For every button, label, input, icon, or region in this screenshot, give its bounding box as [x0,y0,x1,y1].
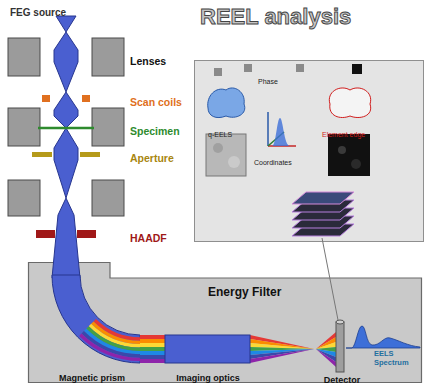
node-text: Magnetic prism [59,373,125,383]
thumbnail-icon [296,64,304,72]
energy-filter-housing-outline [28,262,422,383]
node-text: Detector [324,375,361,385]
spectrum-label: EELS Spectrum [374,350,420,367]
detector-shape [336,322,344,372]
analysis-panel-outline [194,60,424,242]
element-edge-surface [329,88,370,118]
dispersed-ray [140,343,165,347]
detector-top [336,320,344,324]
map-texture [228,156,240,168]
lens-block [92,180,124,216]
magnetic-prism: Magnetic prism [40,272,144,382]
detector: Detector [316,320,368,382]
aperture-bar [80,152,100,157]
housing-ground [29,263,422,383]
part-label: Lenses [130,55,166,67]
lens-block [92,108,124,146]
electron-beam [52,32,80,278]
q-eels-map [206,134,246,176]
node-text: Coordinates [254,159,292,167]
node-text: Element edge [322,131,365,139]
haadf-detector [36,230,55,238]
dispersed-ray [140,351,165,355]
dispersed-ray [140,355,165,359]
lens-block [8,38,40,76]
q-eels-surface [208,88,245,118]
part-label: Specimen [130,125,180,137]
part-label: HAADF [130,232,167,244]
scan-coil [42,95,50,102]
map-texture [351,159,361,169]
thumbnail-icon [352,64,362,74]
element-edge-map [328,134,370,176]
aperture-bar [32,152,52,157]
scan-coil [82,95,90,102]
dispersed-ray [140,335,165,339]
map-texture [338,146,346,154]
node-text: q-EELS [208,131,232,139]
thumbnail-icon [214,68,222,76]
imaging-optics-shape [165,335,250,363]
dispersed-ray [140,347,165,351]
node-text: Energy Filter [208,286,281,300]
part-label: Aperture [130,152,174,164]
lens-block [8,108,40,146]
dispersed-ray [140,359,165,363]
node-text: Imaging optics [176,373,240,383]
lens-block [8,180,40,216]
axis [267,112,269,146]
panel-ground [195,61,424,242]
dispersed-ray [140,339,165,343]
map-texture [213,143,223,153]
imaging-optics: Imaging optics [163,333,253,381]
specimen-line [38,127,94,130]
node-text: Phase [258,78,278,86]
lens-block [92,38,124,76]
analysis-panel: Phase q-EELS Coordinates Element edge [194,60,424,242]
source-label: FEG source [10,7,66,19]
part-label: Scan coils [130,96,182,108]
thumbnail-icon [244,64,252,72]
energy-filter-housing: Energy FilterMagnetic prism Imaging optic… [28,262,422,383]
diagram-title: REEL analysis [200,4,351,29]
haadf-detector [77,230,96,238]
feg-tip [56,16,76,32]
